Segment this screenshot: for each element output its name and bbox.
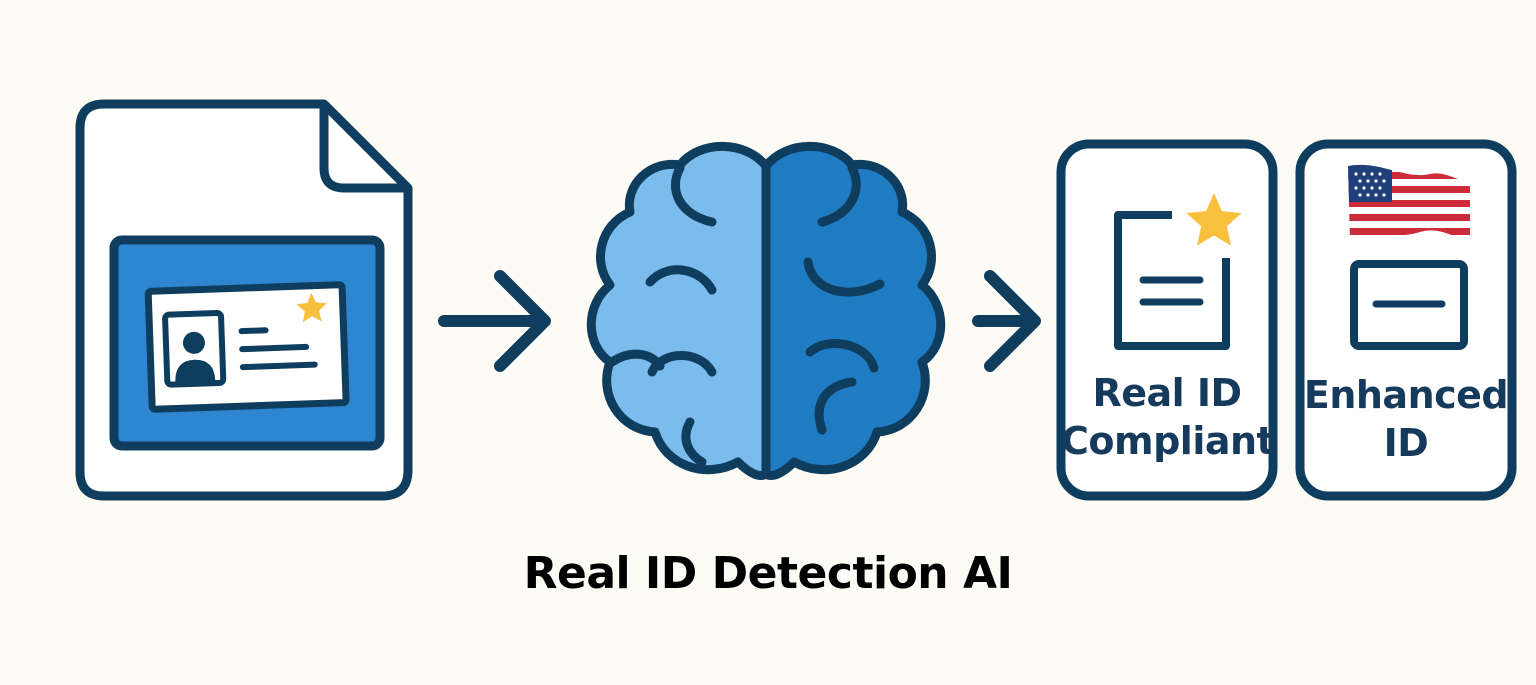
real-id-compliant-line2: Compliant xyxy=(1061,418,1275,463)
enhanced-id-line2: ID xyxy=(1383,420,1429,465)
star-icon xyxy=(1186,193,1242,246)
star-icon xyxy=(296,292,327,323)
enhanced-id-line1: Enhanced xyxy=(1303,373,1509,417)
real-id-compliant-label: Real ID Compliant xyxy=(1061,370,1275,465)
real-id-compliant-card xyxy=(1056,139,1278,501)
brain-icon xyxy=(586,141,946,480)
id-document-icon xyxy=(75,99,413,501)
arrow-right-icon xyxy=(972,270,1041,372)
arrow-right-icon xyxy=(438,270,551,372)
diagram-caption: Real ID Detection AI xyxy=(523,548,1013,599)
real-id-compliant-line1: Real ID xyxy=(1092,371,1242,415)
enhanced-id-label: Enhanced ID xyxy=(1300,372,1512,467)
id-card-icon xyxy=(144,281,350,413)
us-flag-icon xyxy=(1348,164,1470,240)
enhanced-id-card xyxy=(1295,139,1517,501)
